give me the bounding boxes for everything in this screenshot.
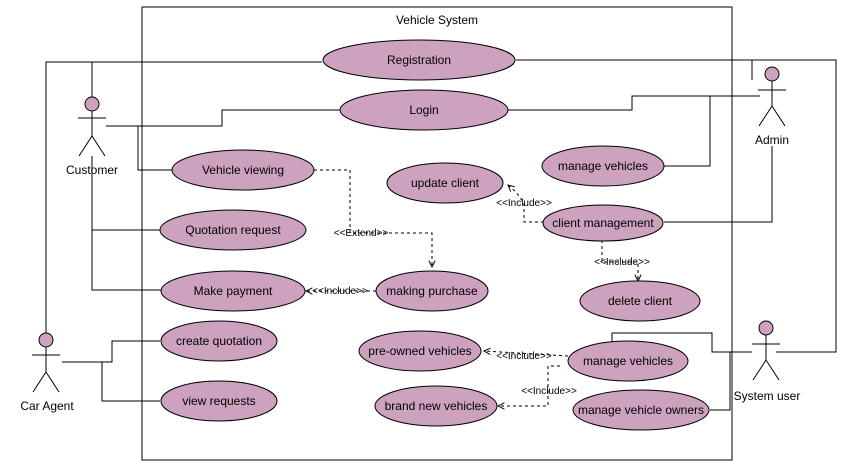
assoc-client-management-admin — [664, 146, 773, 223]
assoc-customer-login — [106, 109, 340, 127]
use-case-quotation-request[interactable]: Quotation request — [159, 209, 307, 251]
assoc-agent-view-requests — [62, 361, 160, 402]
use-case-make-payment[interactable]: Make payment — [160, 270, 306, 312]
actor-customer[interactable]: Customer — [66, 96, 118, 177]
use-case-label: Make payment — [194, 284, 273, 298]
use-case-label: brand new vehicles — [385, 399, 488, 413]
actor-car-agent[interactable]: Car Agent — [20, 332, 74, 413]
assoc-customer-make-payment — [91, 230, 162, 291]
use-case-label: Registration — [387, 53, 451, 67]
use-case-pre-owned-vehicles[interactable]: pre-owned vehicles — [358, 330, 482, 372]
use-case-label: delete client — [608, 294, 673, 308]
include-payment-label: <<Include>> — [312, 286, 368, 297]
include-update-line — [508, 185, 544, 223]
assoc-registration-system-user — [752, 59, 837, 353]
include-brandnew-label: <<Include>> — [521, 386, 577, 397]
assoc-system-user-manage-vehicles — [611, 332, 752, 353]
actor-admin-label: Admin — [755, 133, 789, 147]
use-case-label: Quotation request — [185, 223, 281, 237]
use-case-making-purchase[interactable]: making purchase — [375, 270, 489, 312]
use-case-label: manage vehicle owners — [578, 403, 704, 417]
use-case-manage-vehicles-user[interactable]: manage vehicles — [567, 340, 689, 382]
use-case-label: manage vehicles — [558, 159, 648, 173]
include-preowned-label: <<Include>> — [496, 351, 552, 362]
use-case-label: create quotation — [176, 334, 262, 348]
use-case-create-quotation[interactable]: create quotation — [160, 320, 278, 362]
use-case-view-requests[interactable]: view requests — [160, 380, 278, 422]
use-case-label: manage vehicles — [583, 354, 673, 368]
use-case-label: client management — [552, 216, 654, 230]
use-case-login[interactable]: Login — [339, 89, 509, 131]
assoc-customer-vehicle-viewing — [106, 125, 172, 171]
use-case-manage-vehicles-admin[interactable]: manage vehicles — [541, 145, 665, 187]
include-brandnew-line — [498, 365, 560, 406]
use-case-brand-new-vehicles[interactable]: brand new vehicles — [374, 385, 498, 427]
actor-customer-label: Customer — [66, 163, 118, 177]
use-case-client-management[interactable]: client management — [542, 204, 664, 242]
include-update-label: <<Include>> — [496, 198, 552, 209]
use-case-vehicle-viewing[interactable]: Vehicle viewing — [171, 149, 315, 191]
use-case-manage-vehicle-owners[interactable]: manage vehicle owners — [572, 389, 710, 431]
assoc-login-admin — [508, 95, 760, 111]
use-case-delete-client[interactable]: delete client — [579, 280, 701, 322]
use-case-label: update client — [411, 176, 480, 190]
use-case-registration[interactable]: Registration — [322, 39, 516, 81]
include-delete-label: <<Include>> — [594, 257, 650, 268]
actor-system-user[interactable]: System user — [734, 320, 801, 403]
use-case-label: Vehicle viewing — [202, 163, 284, 177]
use-case-label: view requests — [182, 394, 255, 408]
actor-system-user-label: System user — [734, 389, 801, 403]
use-case-label: making purchase — [386, 284, 478, 298]
use-case-label: Login — [409, 103, 438, 117]
use-case-update-client[interactable]: update client — [386, 162, 504, 204]
use-case-label: pre-owned vehicles — [368, 344, 471, 358]
include-delete-line — [601, 240, 638, 281]
extend-label: <<Extend>> — [334, 228, 389, 239]
actor-car-agent-label: Car Agent — [20, 399, 74, 413]
assoc-manage-vehicles-admin — [664, 96, 711, 167]
extend-line — [314, 169, 432, 267]
system-title: Vehicle System — [396, 13, 478, 27]
assoc-system-user-manage-owners — [710, 351, 752, 411]
actor-admin[interactable]: Admin — [755, 66, 789, 147]
include-preowned-line — [484, 351, 569, 357]
assoc-agent-registration — [45, 61, 92, 333]
